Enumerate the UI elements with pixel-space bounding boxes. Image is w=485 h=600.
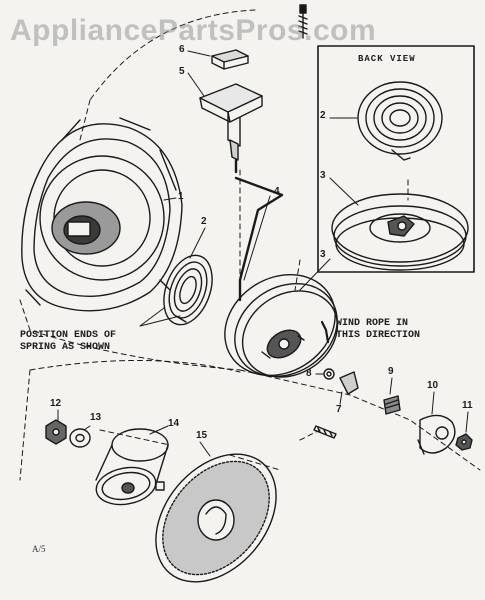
starter-handle (199, 83, 263, 161)
inset-spring (357, 81, 443, 161)
hex-nut-12 (45, 419, 67, 445)
callout-9: 9 (388, 366, 394, 377)
rope-pulley (224, 273, 339, 378)
back-view-title: BACK VIEW (358, 54, 416, 64)
pawl-spring-part (383, 395, 401, 415)
callout-7: 7 (336, 404, 342, 415)
spring-note-line2: SPRING AS SHOWN (20, 342, 111, 353)
handle-screw (298, 4, 308, 39)
inset-pulley (331, 193, 469, 271)
callout-12: 12 (50, 398, 62, 409)
handle-insert (211, 49, 249, 70)
callout-inset-2: 2 (320, 110, 326, 121)
callout-10: 10 (427, 380, 439, 391)
callout-11: 11 (462, 400, 473, 411)
spring-note: POSITION ENDS OF SPRING AS SHOWN (20, 330, 116, 354)
back-view-box (317, 45, 475, 273)
callout-15: 15 (196, 430, 208, 441)
wind-note-line1: WIND ROPE IN (336, 318, 409, 329)
hex-nut-11 (455, 433, 473, 451)
callout-inset-3: 3 (320, 170, 326, 181)
starter-rope (234, 158, 284, 302)
pawl-parts (313, 368, 359, 439)
callout-8: 8 (306, 368, 312, 379)
wind-rope-note: WIND ROPE IN THIS DIRECTION (336, 318, 420, 342)
callout-2: 2 (201, 216, 207, 227)
callout-4: 4 (274, 186, 280, 197)
callout-13: 13 (90, 412, 102, 423)
callout-3: 3 (320, 249, 326, 260)
recoil-spring (163, 254, 213, 326)
washer-13 (69, 428, 91, 448)
callout-5: 5 (179, 66, 185, 77)
retainer-plate (417, 414, 456, 455)
spring-note-line1: POSITION ENDS OF (20, 330, 117, 341)
starter-housing (21, 117, 183, 312)
figure-code: A/5 (32, 544, 46, 554)
watermark: AppliancePartsPros.com (10, 14, 377, 47)
starter-cup (95, 428, 169, 506)
callout-1: 1 (178, 191, 184, 202)
callout-leaders (57, 50, 469, 457)
wind-note-line2: THIS DIRECTION (336, 330, 421, 341)
callout-6: 6 (179, 44, 185, 55)
rotating-screen (155, 453, 277, 583)
callout-14: 14 (168, 418, 180, 429)
